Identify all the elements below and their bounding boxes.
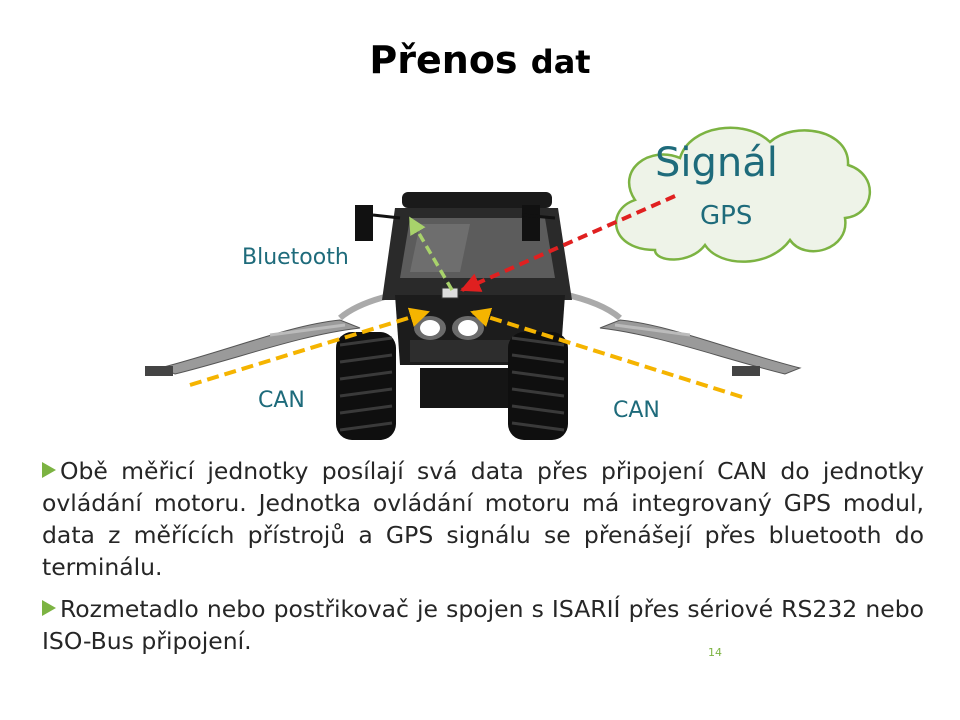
bullet-item-1: Obě měřicí jednotky posílají svá data př… bbox=[42, 457, 924, 581]
title-main: Přenos bbox=[369, 38, 518, 82]
page-number: 14 bbox=[708, 646, 722, 659]
can-arrow-left bbox=[189, 307, 430, 387]
bluetooth-label: Bluetooth bbox=[242, 245, 349, 270]
tractor bbox=[336, 192, 572, 440]
cloud-signal-label: Signál bbox=[655, 140, 778, 186]
data-transfer-diagram: Signál GPS Bluetooth CAN CAN bbox=[145, 126, 872, 440]
triangle-bullet-icon bbox=[42, 462, 56, 478]
triangle-bullet-icon bbox=[42, 600, 56, 616]
title-small: dat bbox=[530, 43, 591, 81]
can-arrow-right bbox=[470, 307, 743, 399]
can-label-left: CAN bbox=[258, 388, 305, 413]
gps-signal-cloud: Signál GPS bbox=[615, 126, 872, 263]
page-title: Přenos dat bbox=[0, 38, 960, 82]
gps-arrow bbox=[460, 194, 676, 292]
can-label-right: CAN bbox=[613, 398, 660, 423]
bullet-list: Obě měřicí jednotky posílají svá data př… bbox=[42, 455, 924, 667]
cloud-gps-label: GPS bbox=[700, 201, 752, 231]
bullet-item-2: Rozmetadlo nebo postřikovač je spojen s … bbox=[42, 595, 924, 655]
